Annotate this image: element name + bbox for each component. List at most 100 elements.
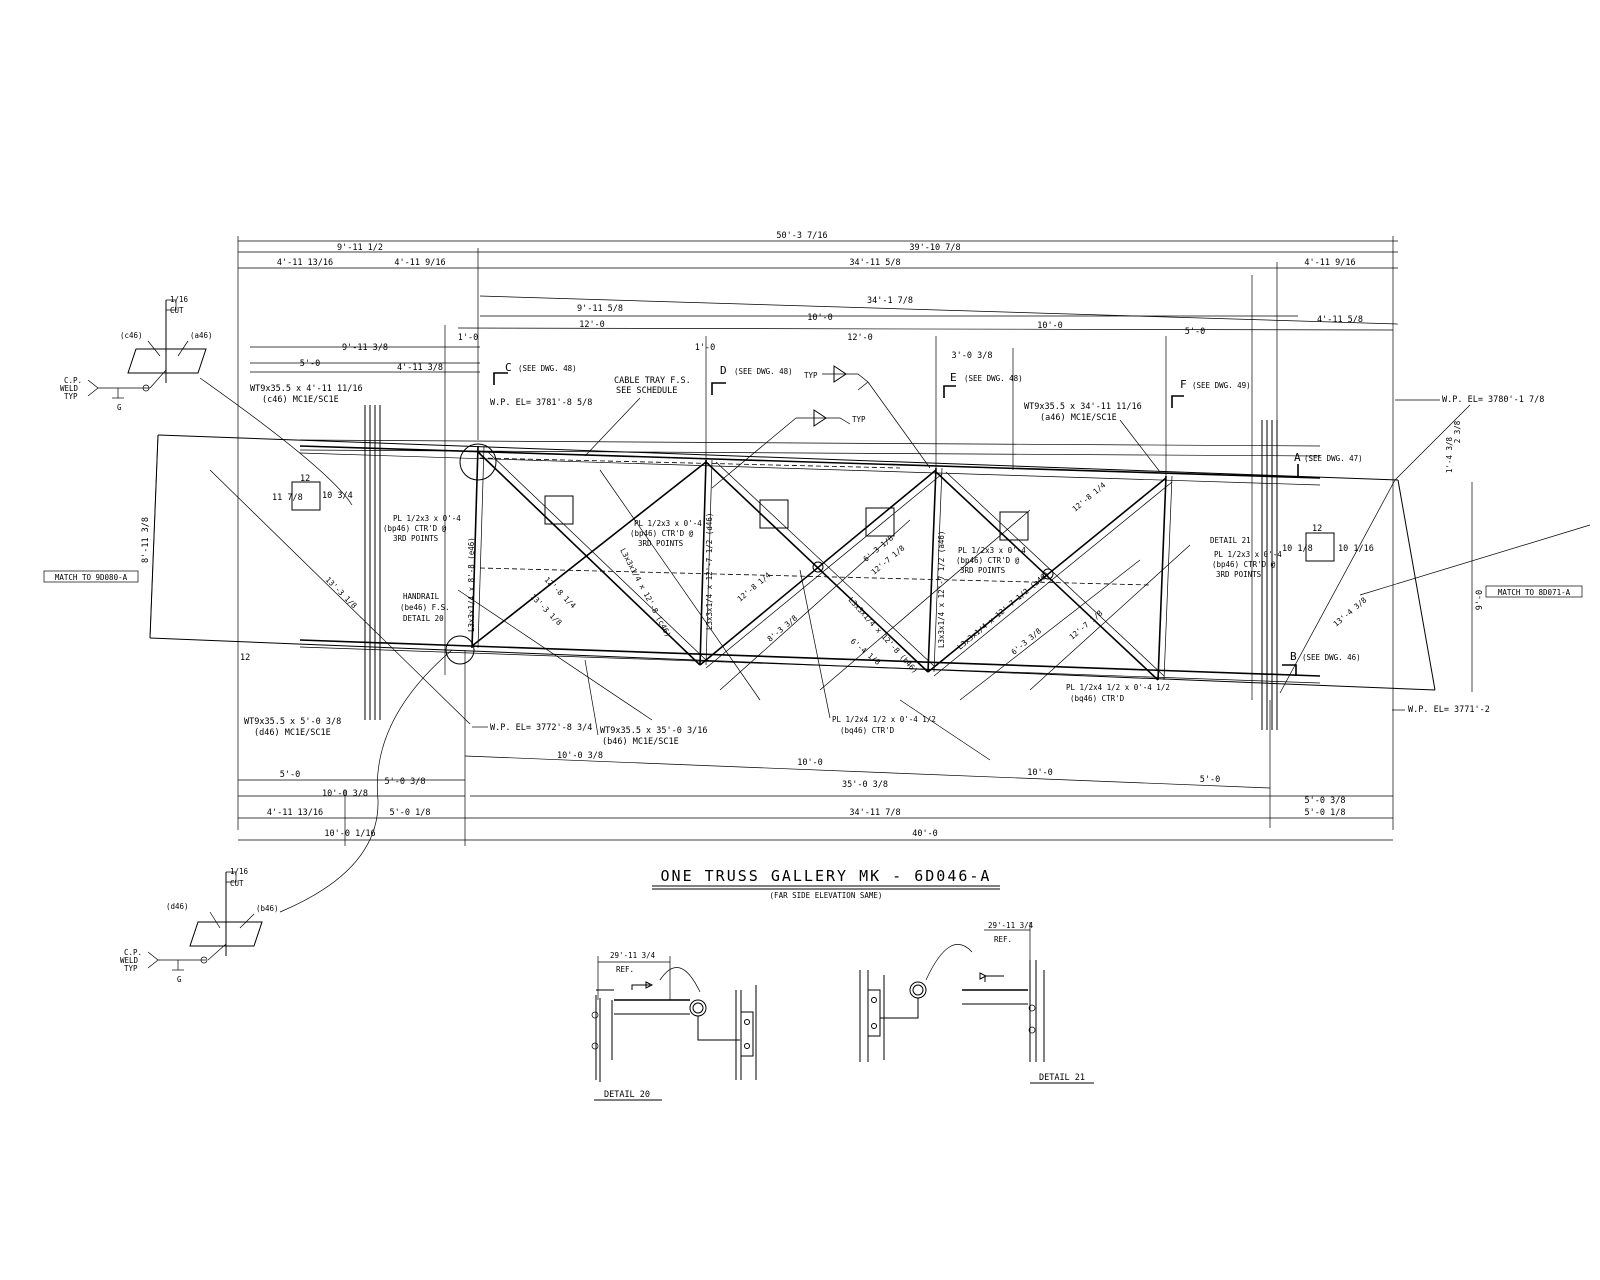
wt-bot-mid-2: (b46) MC1E/SC1E	[602, 737, 679, 747]
pl-e-2: (bq46) CTR'D	[840, 726, 895, 735]
slope-box-panel-3	[865, 507, 895, 537]
dim-left-vert: 8'-11 3/8	[141, 517, 151, 563]
section-f: F	[1180, 378, 1187, 391]
dim-d4: 1'-0	[458, 333, 478, 343]
diagonal-6	[471, 461, 707, 647]
dim-bot-d4: 5'-0 1/8	[1305, 808, 1346, 818]
drawing-title: ONE TRUSS GALLERY MK - 6D046-A (FAR SIDE…	[652, 867, 1000, 900]
dim-bot-c4: 5'-0 3/8	[1305, 796, 1346, 806]
dim-bot-d1: 4'-11 13/16	[267, 808, 323, 818]
pl-b-2: (bp46) CTR'D @	[630, 529, 694, 538]
member-label-m2: L3x3x1/4 x 12'-7 1/2 (d46)	[705, 513, 714, 630]
weld-bot-left: (d46)	[166, 902, 189, 911]
dim-bot-b3: 10'-0	[1027, 768, 1053, 778]
dim-bot-c1: 5'-0	[280, 770, 300, 780]
section-c-ref: (SEE DWG. 48)	[518, 364, 577, 373]
dim-bot-e1: 10'-0 1/16	[324, 829, 375, 839]
detail20-title: DETAIL 20	[604, 1090, 650, 1100]
weld-top-left: (c46)	[120, 331, 143, 340]
node-top-left	[459, 443, 497, 481]
weld-top-g: G	[117, 403, 122, 412]
dim-bot-b1: 10'-0 3/8	[557, 751, 603, 761]
dim-bot-d2: 5'-0 1/8	[390, 808, 431, 818]
slope-box-right	[1305, 532, 1335, 562]
twelve-1: 12	[300, 474, 310, 484]
weld-bot-frac: 1/16	[230, 867, 249, 876]
pl-a-3: 3RD POINTS	[393, 534, 439, 543]
dim-panel-e: 5'-0	[1185, 327, 1205, 337]
pl-b-1: PL 1/2x3 x 0'-4	[634, 519, 702, 528]
dim-overall: 50'-3 7/16	[776, 231, 827, 241]
weld-top-frac: 1/16	[170, 295, 189, 304]
match-line-left: MATCH TO 9D080-A	[43, 570, 139, 583]
dim-d3: 4'-11 3/8	[397, 363, 443, 373]
vertical-2	[699, 459, 707, 666]
weld-top-cp: C.P.	[64, 376, 82, 385]
weld-bot-typ: TYP	[124, 964, 138, 973]
dim-b1: 4'-11 13/16	[277, 258, 333, 268]
detail21-dim: 29'-11 3/4	[988, 921, 1034, 930]
dim-c3: 4'-11 5/8	[1317, 315, 1363, 325]
slope-box-panel-2	[759, 499, 789, 529]
dim-panel-b: 10'-0	[807, 313, 833, 323]
node-bottom-left	[445, 635, 475, 665]
wp-bot-left: W.P. EL= 3772'-8 3/4	[490, 723, 592, 733]
dim-d2: 5'-0	[300, 359, 320, 369]
weld-symbol-bottom: (d46) (b46) CUT 1/16 C.P. WELD TYP G	[120, 649, 453, 984]
handrail-note-2: (be46) F.S.	[400, 603, 450, 612]
cable-tray-note-2: SEE SCHEDULE	[616, 386, 677, 396]
diagonal-5	[927, 477, 1167, 673]
detail20-ref: REF.	[616, 965, 634, 974]
match-right-label: MATCH TO 8D071-A	[1498, 588, 1571, 597]
weld-top-typ: TYP	[64, 392, 78, 401]
pl-d-1: PL 1/2x3 x 0'-4	[1214, 550, 1282, 559]
dim-bot-e2: 40'-0	[912, 829, 938, 839]
member-label-m3: L3x3x1/4 x 12'-8 (b46)	[847, 595, 920, 675]
typ-2: TYP	[852, 415, 866, 424]
section-a: A	[1294, 451, 1301, 464]
dim-b4: 4'-11 9/16	[1304, 258, 1355, 268]
wp-bot-right: W.P. EL= 3771'-2	[1408, 705, 1490, 715]
match-left-label: MATCH TO 9D080-A	[55, 573, 128, 582]
pl-f-2: (bq46) CTR'D	[1070, 694, 1125, 703]
dim-bot-d3: 34'-11 7/8	[849, 808, 900, 818]
pl-b-3: 3RD POINTS	[638, 539, 684, 548]
section-b-ref: (SEE DWG. 46)	[1302, 653, 1361, 662]
vertical-3	[927, 467, 937, 673]
dim-right-tiny: 2 3/8	[1453, 420, 1462, 443]
diag-label-d8: 8'-3 3/8	[766, 613, 800, 643]
dim-b2: 4'-11 9/16	[394, 258, 445, 268]
detail20-dim: 29'-11 3/4	[610, 951, 656, 960]
wt-top-right-2: (a46) MC1E/SC1E	[1040, 413, 1117, 423]
detail-21: 29'-11 3/4 REF. DETAIL 21	[859, 921, 1094, 1084]
handrail-note-1: HANDRAIL	[403, 592, 440, 601]
wt-top-left-2: (c46) MC1E/SC1E	[262, 395, 339, 405]
dim-panel-a: 12'-0	[579, 320, 605, 330]
pl-a-1: PL 1/2x3 x 0'-4	[393, 514, 461, 523]
diagonal-2	[705, 461, 929, 673]
diag-label-d11: 6'-3 3/8	[1010, 626, 1044, 656]
twelve-3: 12	[240, 653, 250, 663]
dim-bot-c5: 10'-0 3/8	[322, 789, 368, 799]
pl-f-1: PL 1/2x4 1/2 x 0'-4 1/2	[1066, 683, 1170, 692]
wt-bot-left-1: WT9x35.5 x 5'-0 3/8	[244, 717, 341, 727]
weld-symbol-top: (c46) (a46) CUT 1/16 C.P. WELD TYP G	[60, 295, 353, 506]
detail21-ref: REF.	[994, 935, 1012, 944]
weld-top-cut: CUT	[170, 306, 184, 315]
node-center-b	[1042, 568, 1054, 580]
dim-panel-c: 12'-0	[847, 333, 873, 343]
detail-20: 29'-11 3/4 REF. DETAIL 20	[591, 951, 757, 1101]
slope-box-left	[291, 481, 321, 511]
pl-c-2: (bp46) CTR'D @	[956, 556, 1020, 565]
weld-bot-g: G	[177, 975, 182, 984]
section-e: E	[950, 371, 957, 384]
weld-bot-weld: WELD	[120, 956, 139, 965]
diagonal-3	[699, 469, 937, 666]
member-label-m5: L3x3x1/4 x 8'-8 (e46)	[467, 537, 476, 632]
weld-bot-right: (b46)	[256, 904, 279, 913]
top-dimension-chains: 50'-3 7/16 9'-11 1/2 39'-10 7/8 4'-11 13…	[237, 231, 1399, 830]
diagonal-1	[477, 451, 701, 666]
weld-top-right: (a46)	[190, 331, 213, 340]
slope-2: 10 3/4	[322, 491, 353, 501]
section-a-ref: (SEE DWG. 47)	[1304, 454, 1363, 463]
